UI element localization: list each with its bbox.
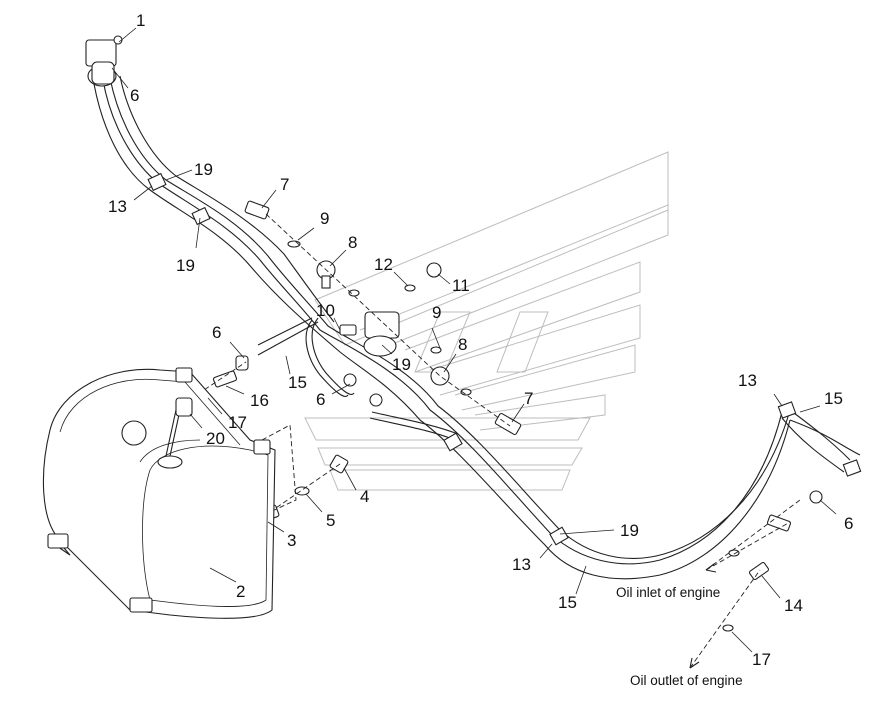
callout-9-top: 9 <box>320 209 329 228</box>
callout-12: 12 <box>374 255 393 274</box>
callout-15-left: 15 <box>288 373 307 392</box>
callout-13-bottom: 13 <box>512 555 531 574</box>
callout-8-mid: 8 <box>458 335 467 354</box>
callout-20: 20 <box>206 429 225 448</box>
callout-4: 4 <box>360 487 369 506</box>
callout-11: 11 <box>452 276 470 295</box>
callout-8-top: 8 <box>348 233 357 252</box>
callout-labels: 1 6 19 13 19 7 9 8 12 11 10 9 8 19 6 15 … <box>108 11 853 669</box>
callout-1: 1 <box>136 11 145 30</box>
callout-15-right: 15 <box>824 389 843 408</box>
callout-19-left: 19 <box>176 256 195 275</box>
callout-15-bottom: 15 <box>558 593 577 612</box>
oil-inlet-note: Oil inlet of engine <box>616 585 720 600</box>
line-clamps <box>147 172 862 546</box>
top-filter-assembly <box>85 35 123 87</box>
fittings <box>196 200 823 632</box>
callout-7-right: 7 <box>524 389 533 408</box>
callout-17-bottom: 17 <box>752 650 771 669</box>
callout-19-top: 19 <box>194 160 213 179</box>
callout-16: 16 <box>250 391 269 410</box>
callout-5: 5 <box>326 511 335 530</box>
callout-6-left: 6 <box>212 323 221 342</box>
fuel-lines <box>93 75 861 580</box>
callout-9-mid: 9 <box>432 303 441 322</box>
callout-19-mid: 19 <box>392 355 411 374</box>
callout-2: 2 <box>236 582 245 601</box>
flow-notes: Oil inlet of engine Oil outlet of engine <box>616 585 743 688</box>
callout-6-top: 6 <box>130 86 139 105</box>
callout-17-left: 17 <box>228 413 247 432</box>
leader-lines <box>111 27 837 653</box>
callout-6-right: 6 <box>844 514 853 533</box>
callout-13-top: 13 <box>108 197 127 216</box>
callout-13-right: 13 <box>738 371 757 390</box>
oil-outlet-note: Oil outlet of engine <box>630 673 743 688</box>
middle-filter-assembly <box>343 311 400 407</box>
watermark-logo <box>304 151 669 491</box>
assembly-lines <box>197 213 801 669</box>
callout-19-bottom: 19 <box>620 521 639 540</box>
callout-6-mid: 6 <box>316 390 325 409</box>
callout-10: 10 <box>316 301 335 320</box>
callout-3: 3 <box>287 531 296 550</box>
callout-14: 14 <box>784 596 803 615</box>
fuel-tank <box>42 367 276 619</box>
callout-7-top: 7 <box>280 175 289 194</box>
